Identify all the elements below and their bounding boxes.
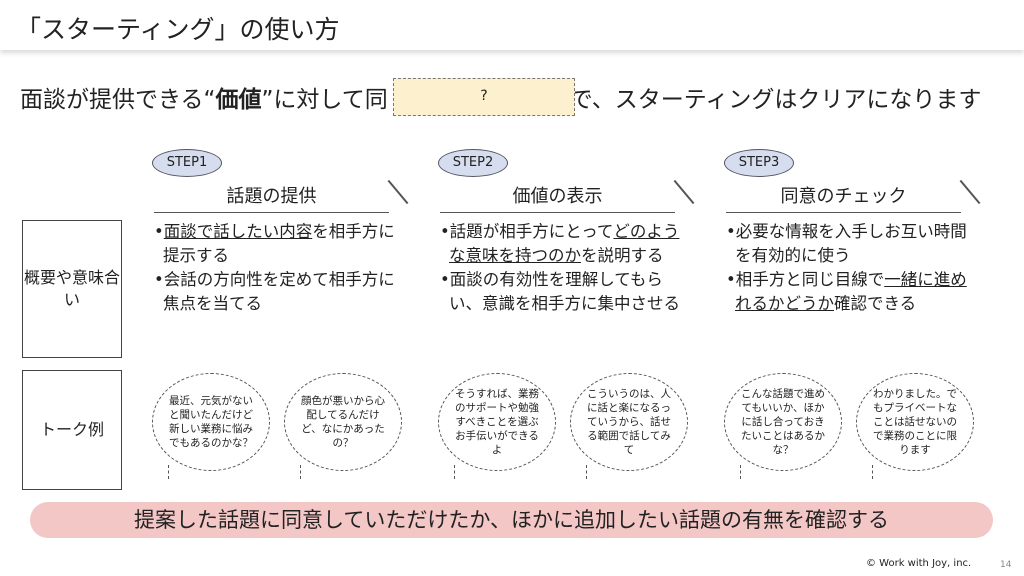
bullet-item: •話題が相手方にとってどのような意味を持つのかを説明する xyxy=(440,220,692,268)
speech-bubble-tail xyxy=(586,465,587,479)
lead-mid: ”に対して同 xyxy=(261,87,388,113)
heading-slash-divider xyxy=(959,179,981,205)
bullet-item: •相手方と同じ目線で一緒に進めれるかどうか確認できる xyxy=(726,268,978,316)
step-badge: STEP3 xyxy=(724,149,794,177)
speech-bubble-tail xyxy=(300,465,301,479)
speech-bubble: こんな話題で進めてもいいか、ほかに話し合っておきたいことはあるかな？ xyxy=(724,373,842,471)
bullet-item: •会話の方向性を定めて相手方に焦点を当てる xyxy=(154,268,406,316)
speech-bubble: わかりました。でもプライベートなことは話せないので業務のことに限ります xyxy=(856,373,974,471)
header-bar xyxy=(0,0,1024,50)
lead-post: で、スターティングはクリアになります xyxy=(569,87,982,113)
speech-bubble-tail xyxy=(454,465,455,479)
page-number: 14 xyxy=(1000,560,1012,570)
bullet-text: 一緒に進めれるかどうか xyxy=(735,270,967,313)
lead-sentence: 面談が提供できる“価値”に対して同 で、スターティングはクリアになります xyxy=(20,80,981,114)
bullet-text: •会話の方向性を定めて相手方に焦点を当てる xyxy=(154,270,395,313)
bullet-text: 面談で話したい内容 xyxy=(163,222,313,241)
lead-pre: 面談が提供できる“ xyxy=(20,87,216,113)
bullet-item: •面談で話したい内容を相手方に提示する xyxy=(154,220,406,268)
step-badge: STEP1 xyxy=(152,149,222,177)
bullet-text: •話題が相手方にとって xyxy=(440,222,614,241)
page-title: 「スターティング」の使い方 xyxy=(16,15,340,44)
copyright: © Work with Joy, inc. xyxy=(866,558,972,569)
bullet-text: •相手方と同じ目線で xyxy=(726,270,885,289)
speech-bubble-tail xyxy=(872,465,873,479)
speech-bubble: 顔色が悪いから心配してるんだけど、なにかあったの？ xyxy=(284,373,402,471)
bullet-list: •面談で話したい内容を相手方に提示する•会話の方向性を定めて相手方に焦点を当てる xyxy=(154,220,406,316)
bullet-list: •話題が相手方にとってどのような意味を持つのかを説明する•面談の有効性を理解して… xyxy=(440,220,692,316)
row-label-overview: 概要や意味合い xyxy=(22,220,122,358)
bullet-text: 確認できる xyxy=(834,294,917,313)
speech-bubble-tail xyxy=(740,465,741,479)
speech-bubble: 最近、元気がないと聞いたんだけど新しい業務に悩みでもあるのかな？ xyxy=(152,373,270,471)
speech-bubble: こういうのは、人に話と楽になるっていうから、話せる範囲で話してみて xyxy=(570,373,688,471)
bullet-text: •面談の有効性を理解してもらい、意識を相手方に集中させる xyxy=(440,270,680,313)
bullet-list: •必要な情報を入手しお互い時間を有効的に使う•相手方と同じ目線で一緒に進めれるか… xyxy=(726,220,978,316)
bullet-text: どのような意味を持つのか xyxy=(449,222,680,265)
bullet-text: を相手方に提示する xyxy=(163,222,395,265)
bullet-item: •面談の有効性を理解してもらい、意識を相手方に集中させる xyxy=(440,268,692,316)
heading-slash-divider xyxy=(673,179,695,205)
row-label-talk: トーク例 xyxy=(22,370,122,490)
heading-slash-divider xyxy=(387,179,409,205)
step-heading: 価値の表示 xyxy=(440,182,675,213)
speech-bubble: そうすれば、業務のサポートや勉強すべきことを選ぶお手伝いができるよ xyxy=(438,373,556,471)
step-badge: STEP2 xyxy=(438,149,508,177)
summary-banner: 提案した話題に同意していただけたか、ほかに追加したい話題の有無を確認する xyxy=(30,502,993,538)
lead-bold: 価値 xyxy=(215,87,262,113)
speech-bubble-tail xyxy=(168,465,169,479)
bullet-item: •必要な情報を入手しお互い時間を有効的に使う xyxy=(726,220,978,268)
bullet-text: • xyxy=(154,222,164,241)
bullet-text: を説明する xyxy=(581,246,664,265)
bullet-text: •必要な情報を入手しお互い時間を有効的に使う xyxy=(726,222,967,265)
step-heading: 同意のチェック xyxy=(726,182,961,213)
hidden-answer-box[interactable]: ? xyxy=(393,78,575,116)
step-heading: 話題の提供 xyxy=(154,182,389,213)
